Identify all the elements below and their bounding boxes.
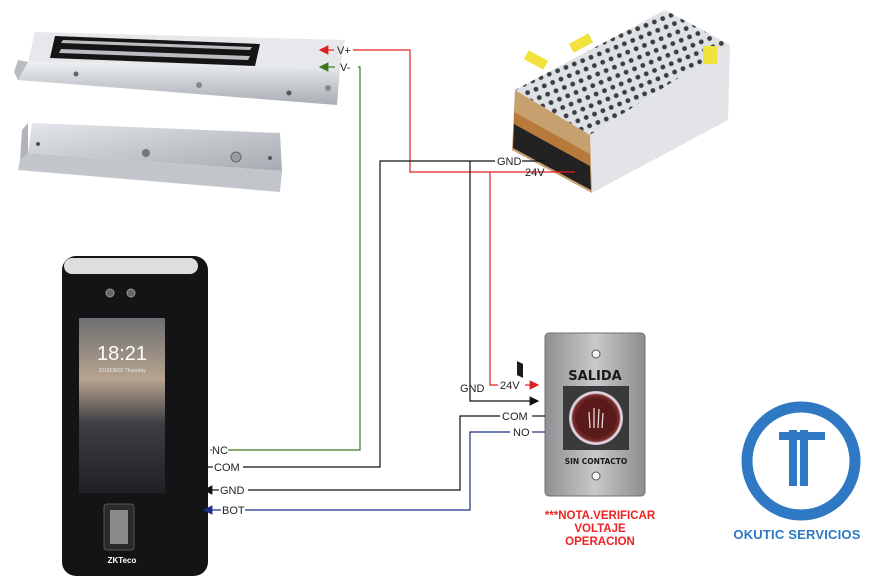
wire-no-bot bbox=[245, 431, 510, 511]
exit-button-label-top: SALIDA bbox=[568, 369, 621, 384]
company-logo bbox=[741, 401, 861, 521]
label-lock-vminus: V- bbox=[340, 62, 351, 74]
label-lock-vplus: V+ bbox=[337, 45, 351, 57]
company-name: OKUTIC SERVICIOS bbox=[733, 527, 861, 542]
exit-button-label-bottom: SIN CONTACTO bbox=[565, 457, 628, 466]
exit-button: SALIDA SIN CONTACTO bbox=[544, 332, 646, 497]
terminal-clock: 18:21 bbox=[97, 343, 147, 365]
terminal-date: 2018/08/02 Thursday bbox=[98, 368, 146, 374]
label-terminal-nc: NC bbox=[212, 445, 228, 457]
label-button-no: NO bbox=[513, 427, 530, 439]
wire-vminus bbox=[228, 66, 361, 451]
voltage-note: ***NOTA.VERIFICAR VOLTAJE OPERACION bbox=[520, 510, 680, 549]
wire-gnd-button bbox=[469, 161, 540, 406]
label-terminal-gnd: GND bbox=[220, 485, 245, 497]
label-terminal-bot: BOT bbox=[222, 505, 245, 517]
label-button-com: COM bbox=[502, 411, 528, 423]
wire-vplus bbox=[353, 49, 575, 173]
note-line-3: OPERACION bbox=[565, 536, 635, 548]
note-line-1: ***NOTA.VERIFICAR bbox=[544, 510, 656, 522]
label-psu-gnd: GND bbox=[497, 156, 522, 168]
terminal-brand: ZKTeco bbox=[108, 556, 137, 565]
label-terminal-com: COM bbox=[214, 462, 240, 474]
label-button-gnd: GND bbox=[460, 383, 485, 395]
maglock bbox=[14, 32, 345, 105]
access-control-terminal: 18:21 2018/08/02 Thursday ZKTeco bbox=[62, 256, 208, 576]
wire-gnd-com bbox=[243, 160, 495, 468]
label-psu-24v: 24V bbox=[525, 167, 545, 179]
power-supply bbox=[512, 10, 730, 378]
note-line-2: VOLTAJE bbox=[574, 523, 626, 535]
wire-com-gnd bbox=[248, 415, 500, 491]
label-button-24v: 24V bbox=[500, 380, 520, 392]
wire-24v-button bbox=[489, 172, 498, 386]
armature-plate bbox=[18, 123, 282, 192]
